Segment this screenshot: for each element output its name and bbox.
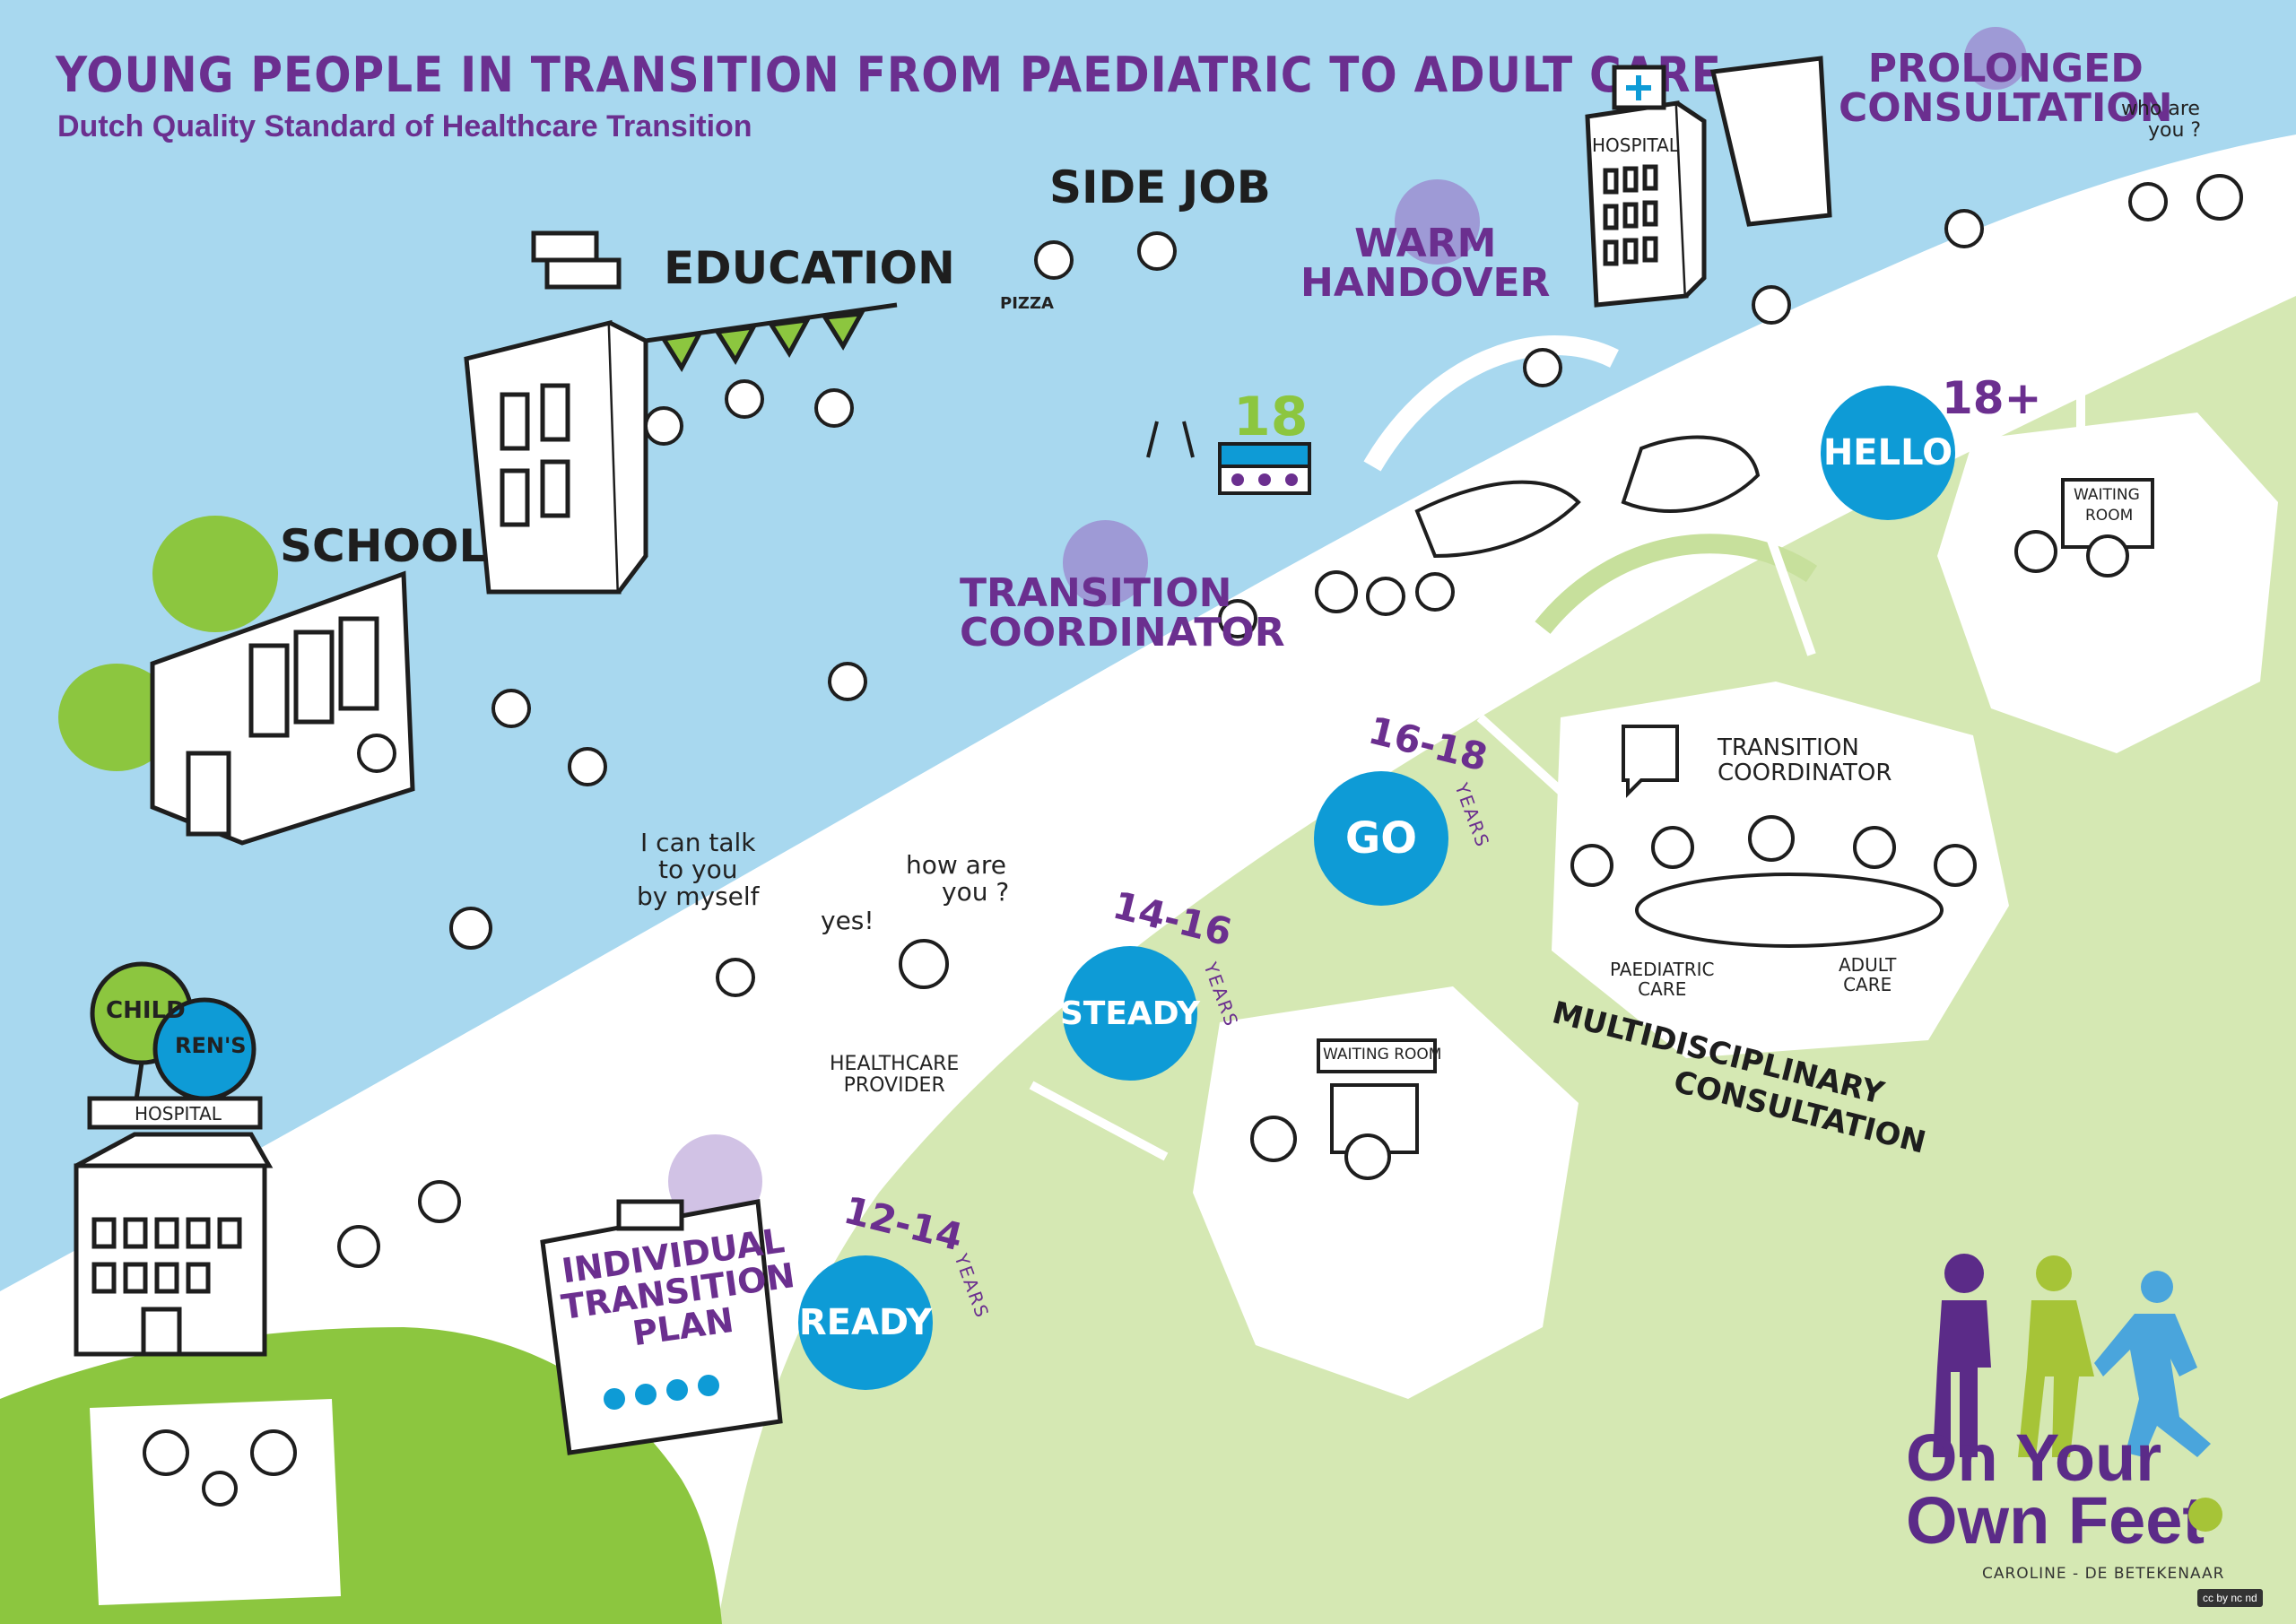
education-building xyxy=(464,230,898,595)
people-figures xyxy=(143,182,2168,1507)
meeting-table xyxy=(1570,725,1977,948)
decor-dot xyxy=(1964,27,2027,90)
transition-plan-clipboard xyxy=(540,1199,783,1455)
page-title: YOUNG PEOPLE IN TRANSITION FROM PAEDIATR… xyxy=(56,47,1722,103)
hospital-sign: HOSPITAL xyxy=(1592,135,1679,156)
birthday-number: 18 xyxy=(1233,386,1309,448)
childrens-hospital-building xyxy=(74,961,274,1357)
stage-go: GO xyxy=(1314,771,1448,906)
childrens-hospital-sign: HOSPITAL xyxy=(135,1103,222,1125)
artist-credit: CAROLINE - DE BETEKENAAR xyxy=(1982,1565,2225,1583)
school-label: SCHOOL xyxy=(280,520,488,572)
license-badge: cc by nc nd xyxy=(2197,1589,2263,1607)
waiting-room-sign-1: WAITING ROOM xyxy=(1323,1046,1442,1064)
stage-hello: HELLO xyxy=(1821,386,1955,520)
speech-yes: yes! xyxy=(821,906,874,935)
balloon-child: CHILD xyxy=(106,997,186,1024)
clock-icon xyxy=(2196,174,2243,221)
school-building xyxy=(58,516,415,846)
side-job-label: SIDE JOB xyxy=(1049,161,1271,213)
stage-hello-age: 18+ xyxy=(1942,372,2042,424)
education-label: EDUCATION xyxy=(664,242,955,294)
stage-steady: STEADY xyxy=(1060,946,1200,1081)
pizza-label: PIZZA xyxy=(1000,294,1054,313)
decor-dot xyxy=(1063,520,1148,605)
on-your-own-feet-logo-figures xyxy=(1933,1254,2211,1457)
adult-hospital-building xyxy=(1585,56,1832,308)
stage-ready: READY xyxy=(798,1255,933,1390)
logo-line-1: On Your xyxy=(1906,1420,2162,1495)
birthday-cake xyxy=(1146,421,1311,495)
logo-line-2: Own Feet xyxy=(1906,1483,2205,1558)
handover-hands xyxy=(1414,435,1761,559)
decor-dot xyxy=(1395,179,1480,265)
waiting-room-sign-2b: ROOM xyxy=(2085,507,2134,525)
logo-dot-icon xyxy=(2188,1498,2222,1532)
page-subtitle: Dutch Quality Standard of Healthcare Tra… xyxy=(57,109,752,143)
balloon-rens: REN'S xyxy=(175,1033,247,1058)
waiting-room-sign-2a: WAITING xyxy=(2074,486,2140,504)
